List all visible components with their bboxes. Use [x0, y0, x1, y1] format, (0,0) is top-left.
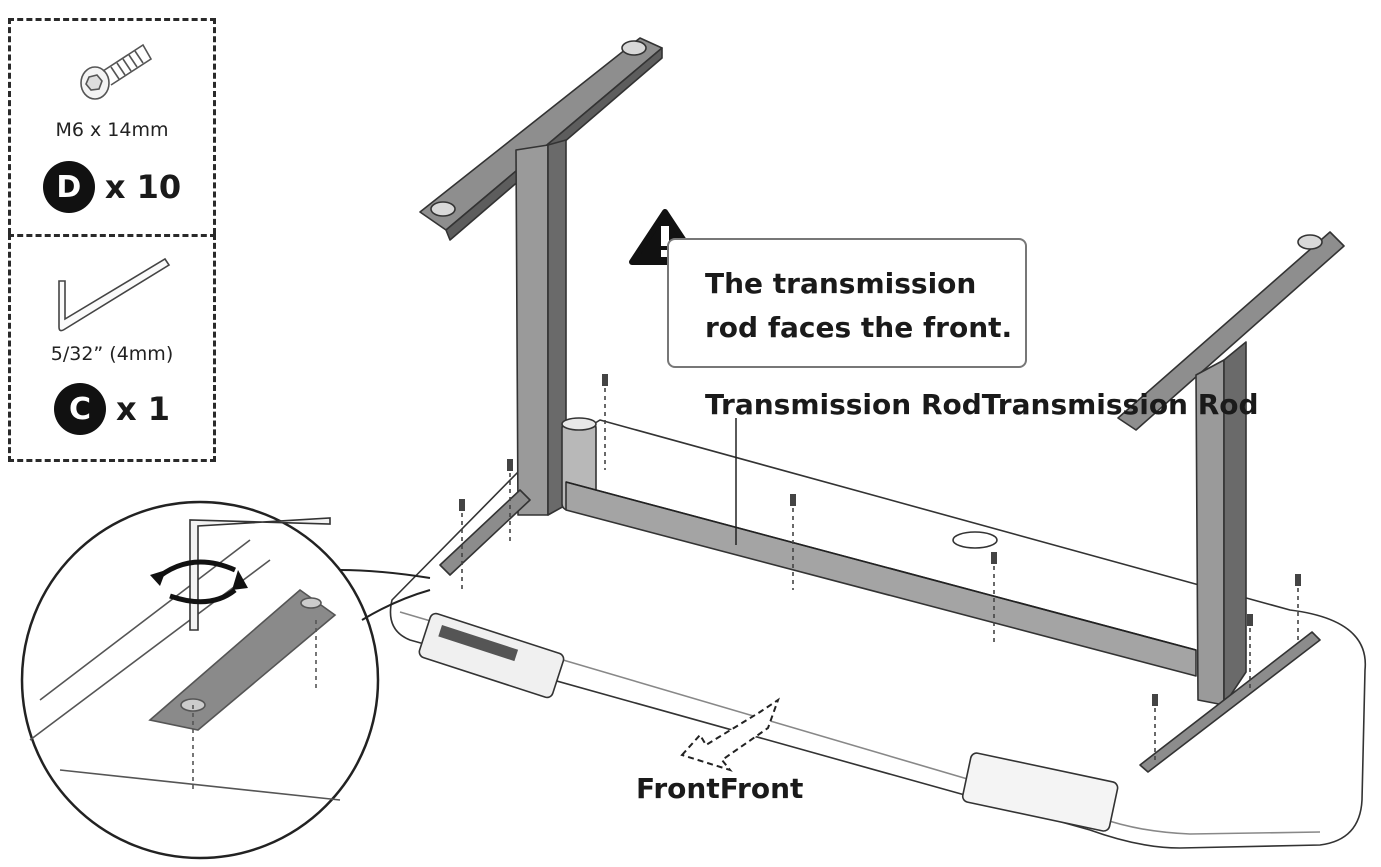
part-name-d: M6 x 14mm — [55, 119, 169, 141]
part-name-c: 5/32” (4mm) — [50, 343, 174, 365]
part-letter-badge-d: D — [42, 161, 95, 213]
transmission-rod-label: Transmission RodTransmission Rod — [705, 388, 1259, 421]
front-label: FrontFront — [636, 772, 804, 805]
part-quantity-c: x 1 — [115, 390, 171, 428]
warning-line-1: The transmission — [705, 267, 977, 300]
part-quantity-d: x 10 — [104, 168, 182, 206]
hex-socket-bolt-icon — [80, 43, 153, 100]
warning-line-2: rod faces the front. — [705, 311, 1013, 344]
warning-callout: The transmission rod faces the front. — [667, 238, 1027, 368]
part-quantity-row-c: C x 1 — [11, 383, 213, 435]
warning-text: The transmission rod faces the front. — [705, 262, 1012, 350]
allen-key-icon — [58, 257, 171, 332]
front-direction-arrow-icon — [680, 697, 780, 772]
detail-magnifier-circle — [20, 500, 431, 860]
rotate-arrow-icon — [150, 559, 248, 605]
hardware-panel-c: 5/32” (4mm) C x 1 — [8, 234, 216, 462]
hardware-panel-d: M6 x 14mm D x 10 — [8, 18, 216, 234]
part-letter-badge-c: C — [53, 383, 106, 435]
part-quantity-row-d: D x 10 — [11, 161, 213, 213]
